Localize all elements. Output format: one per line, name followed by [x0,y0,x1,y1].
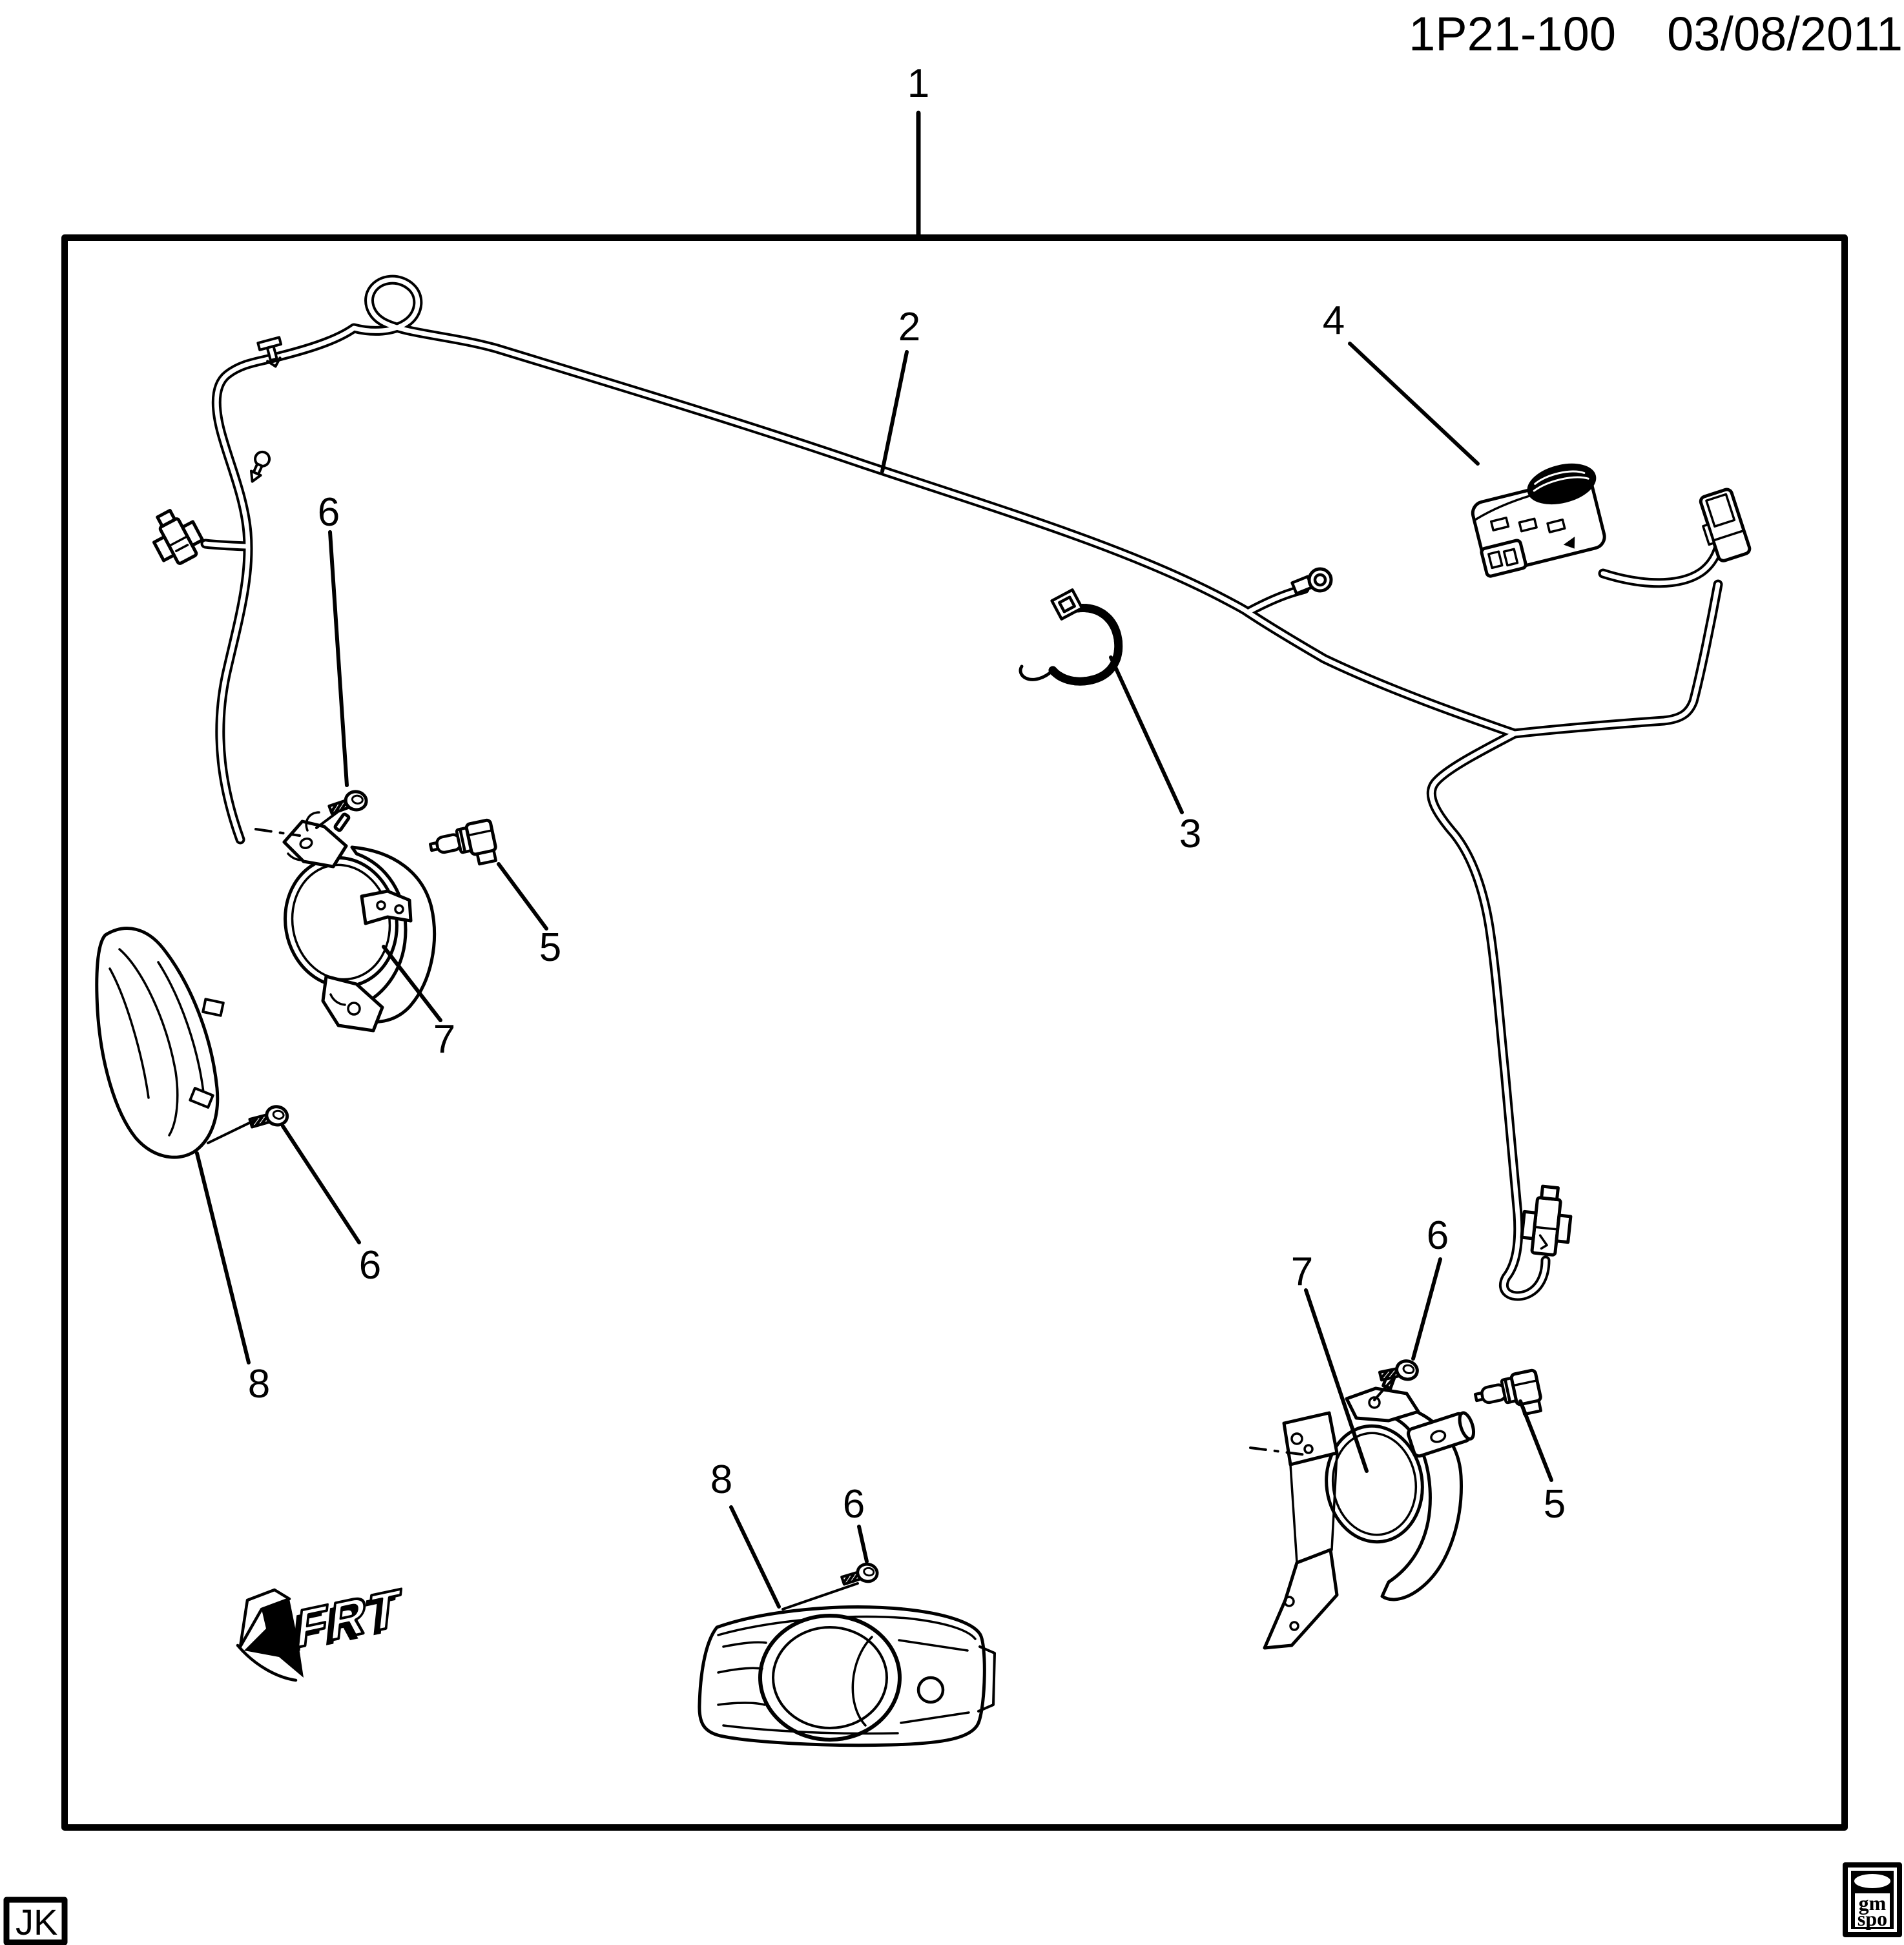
screw-bottom-center [840,1562,879,1586]
fog-lamp-left [282,811,437,1033]
leader-6-bottom [857,1525,869,1563]
page-header: 1P21-100 03/08/2011 [1409,7,1903,61]
lamp-right-arm [1406,1411,1476,1458]
gm-logo-ellipse [1854,1874,1890,1888]
headlamp-switch [1471,463,1606,578]
callout-6-right: 6 [1427,1213,1449,1258]
corner-tag: JK [3,1897,68,1945]
callout-4: 4 [1323,298,1345,343]
lamp-left-top-bracket [282,811,351,869]
harness-main-run [211,274,1520,845]
callout-3: 3 [1179,812,1201,856]
diagram-border [61,234,1848,1831]
leader-6-right [1411,1257,1442,1361]
leader-4 [1348,342,1480,466]
leader-2 [880,350,909,473]
bezel-left [95,927,225,1159]
lamp-right-housing [1380,1401,1463,1601]
attach-line-screw3 [781,1582,859,1611]
lamp-right-wing-bracket [1263,1411,1339,1650]
leader-5-left [497,862,548,931]
callout-1: 1 [907,61,929,106]
callout-6-upper-left: 6 [318,490,340,535]
switch-knob [1527,463,1597,505]
attach-line-screw4 [1373,1378,1394,1401]
callout-8-bottom: 8 [710,1457,732,1502]
leader-3 [1109,655,1184,814]
callout-7-left: 7 [433,1017,455,1062]
corner-tag-label: JK [16,1902,57,1942]
frt-arrow [244,1599,304,1678]
fog-lamp-right [1263,1370,1476,1650]
wiring-harness [200,274,1723,1301]
bezel-bottom [698,1605,996,1747]
callout-8-left: 8 [248,1362,270,1406]
strap-buckle [1050,588,1084,621]
gm-logo-top: gm [1859,1891,1887,1915]
callout-5-right: 5 [1544,1482,1566,1527]
lamp-right-lens [1325,1424,1424,1544]
callout-6-lower-left: 6 [359,1243,381,1288]
leader-8-bottom [729,1505,781,1609]
frt-label: FRT [293,1578,406,1660]
bulb-right [1473,1368,1542,1416]
doc-date: 03/08/2011 [1667,7,1903,61]
gm-spo-logo: gm spo [1843,1862,1902,1937]
dash-line-lamp-left [254,828,301,837]
doc-code: 1P21-100 [1409,7,1616,61]
leader-7-left [382,945,442,1022]
screw-right [1378,1359,1419,1382]
frt-label-group: FRT FRT [288,1576,407,1665]
leader-8-left [195,1151,251,1364]
switch-arrow-mark [1563,536,1575,549]
attach-line-screw2 [207,1120,254,1144]
frt-indicator: FRT FRT [236,1576,407,1682]
dash-line-lamp-right [1249,1446,1312,1457]
harness-clip-lower [249,450,271,483]
attach-line-screw1 [315,811,338,829]
connector-left [152,508,205,565]
callout-2: 2 [898,305,920,349]
connector-right [1520,1184,1573,1257]
leader-7-right [1304,1288,1369,1473]
callout-5-left: 5 [539,925,561,970]
leader-6-upper-left [328,530,349,787]
connector-switch-pigtail [1699,488,1752,562]
bulb-left [428,818,497,866]
callout-6-bottom: 6 [843,1482,865,1527]
callout-7-right: 7 [1291,1250,1313,1294]
harness-clip-upper [256,336,283,368]
lamp-left-bottom-bracket [321,974,384,1033]
leader-6-lower-left [281,1124,361,1244]
leader-5-right [1518,1399,1553,1482]
switch-connector-tab [1480,539,1527,578]
gm-logo-bottom: spo [1857,1907,1887,1930]
bezel-bottom-opening [758,1614,902,1742]
strap-part3 [1019,588,1123,686]
screw-upper-left [327,790,368,816]
lamp-left-side-tab [360,889,413,925]
ring-terminal [1290,567,1333,595]
